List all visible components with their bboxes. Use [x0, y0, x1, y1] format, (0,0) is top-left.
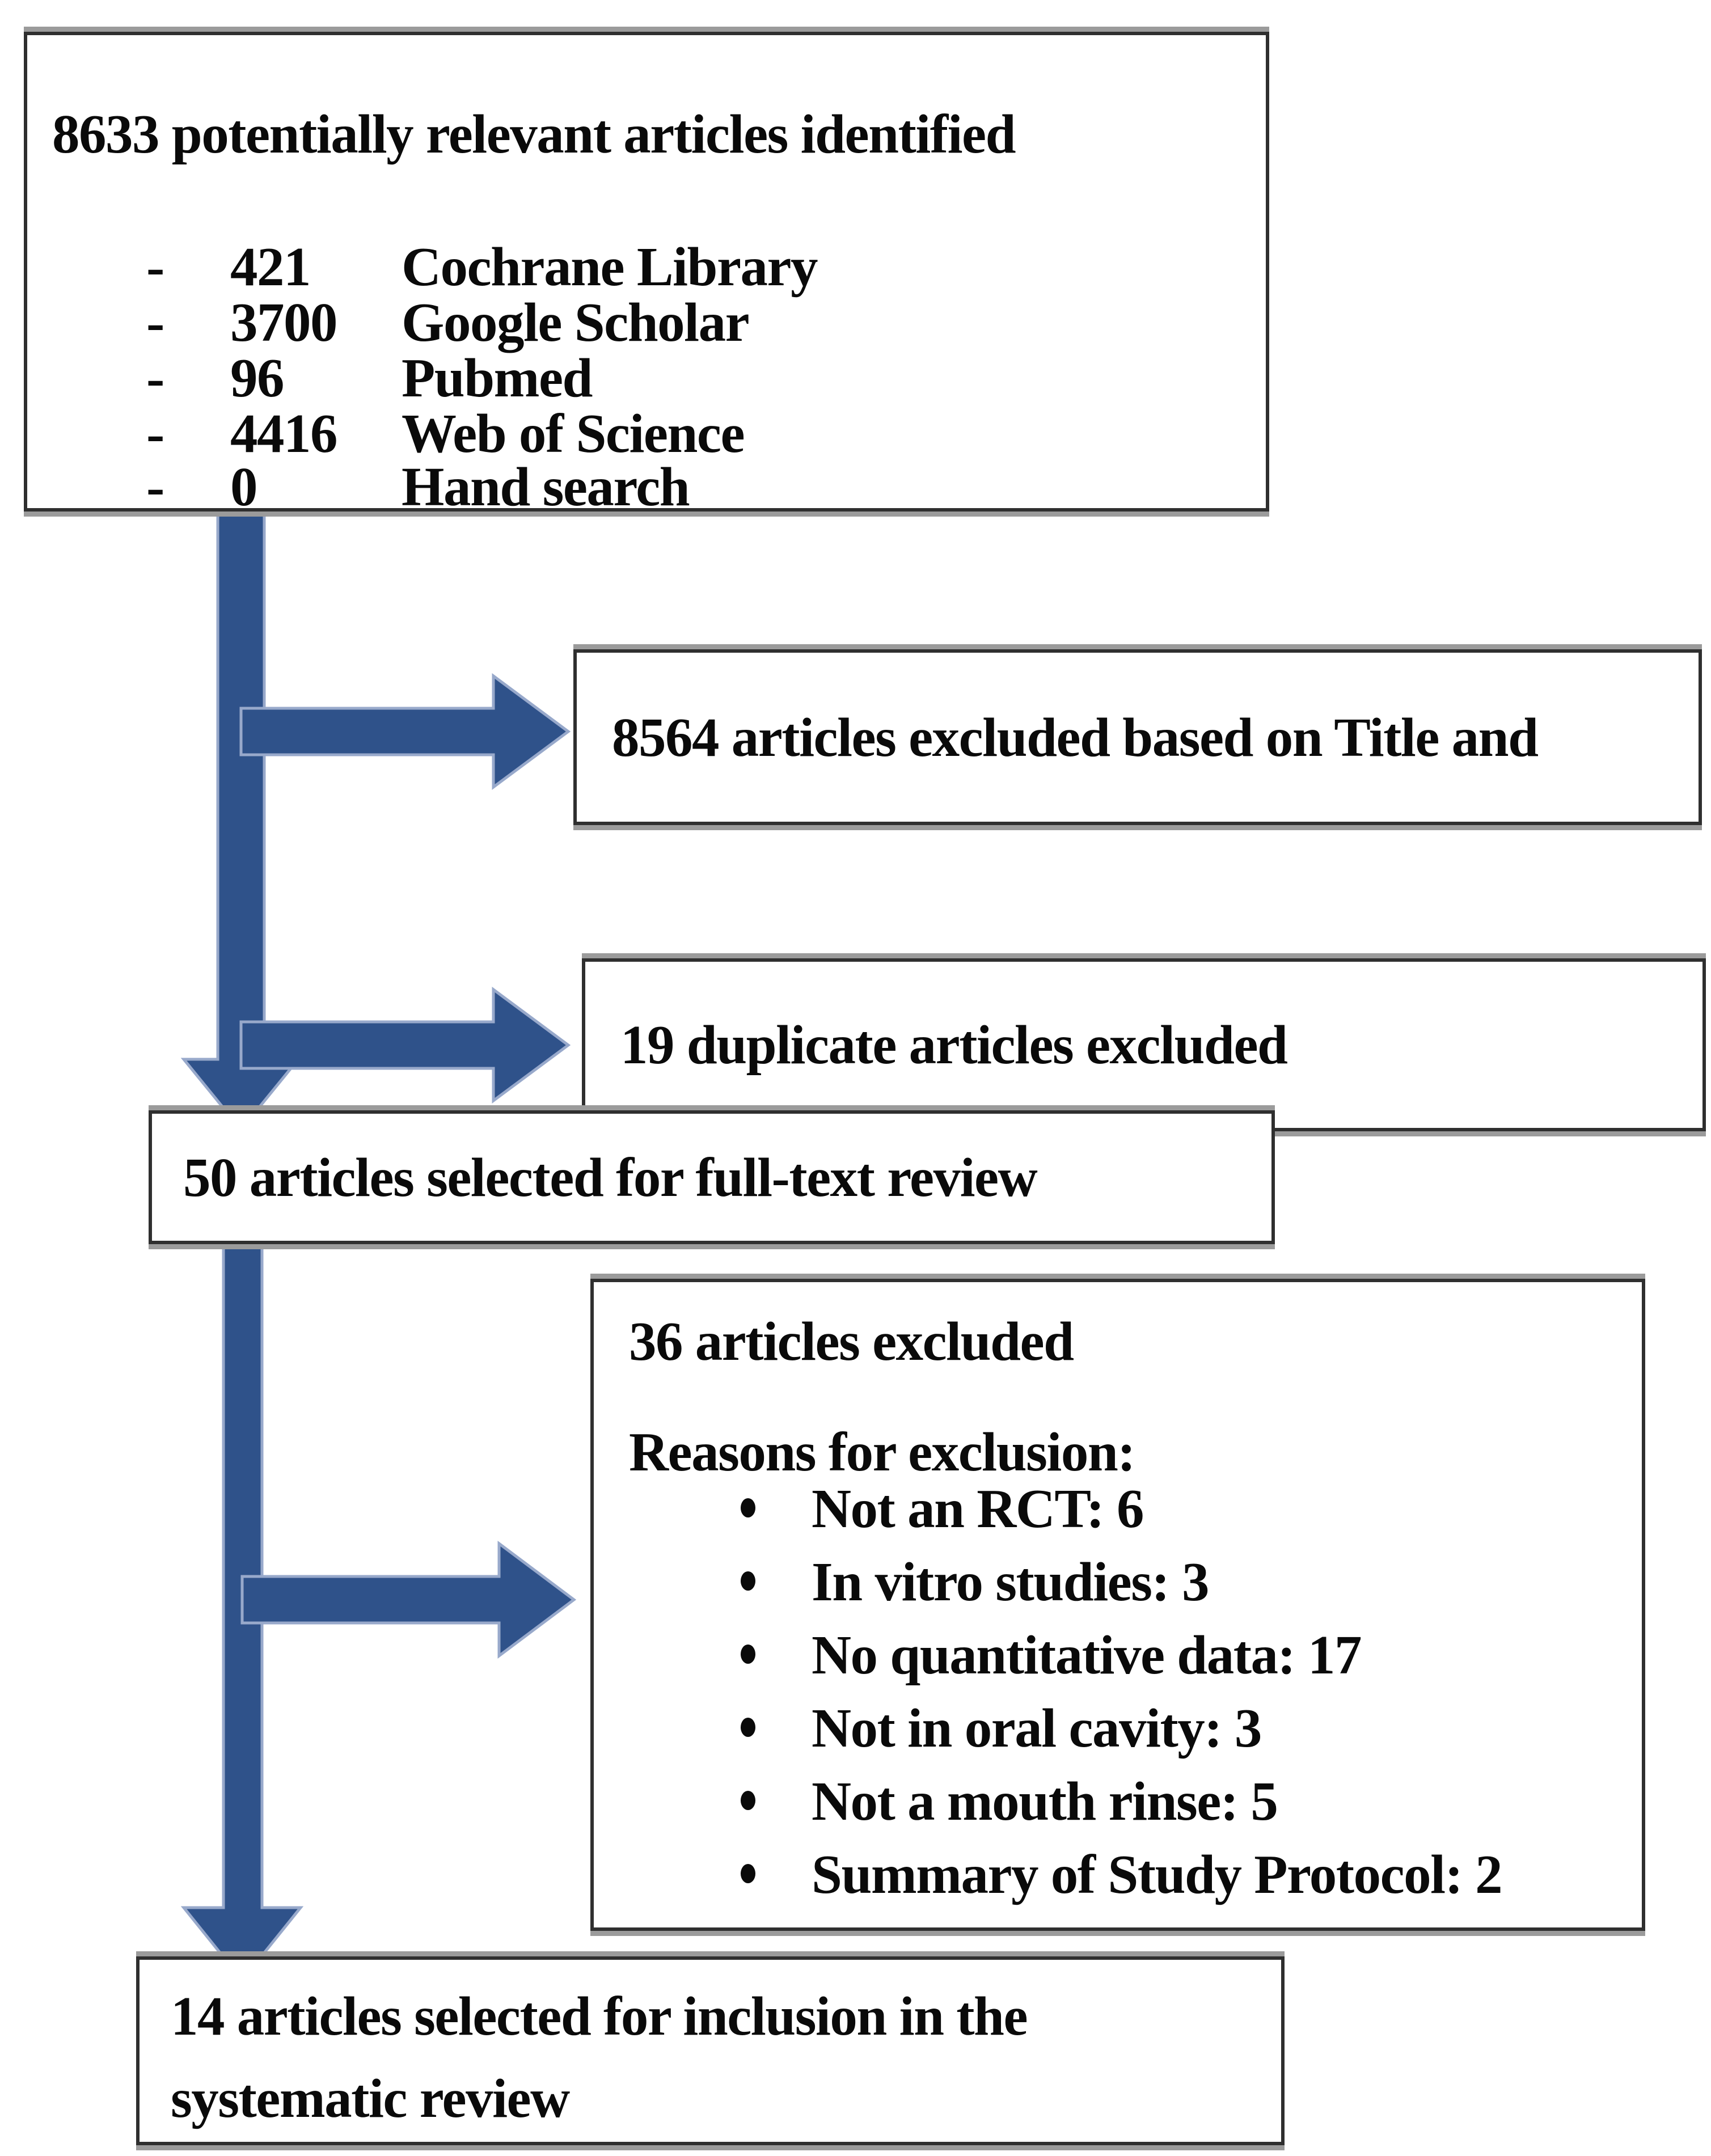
bullet-icon — [741, 1571, 755, 1591]
dash-bullet-icon: - — [146, 456, 164, 517]
dash-bullet-icon: - — [146, 236, 164, 297]
source-row-hand-search: - 0 Hand search — [27, 459, 1266, 515]
inclusion-text-line2: systematic review — [171, 2068, 570, 2129]
arrow-branch-title-abstract-excluded-icon — [239, 673, 571, 790]
title-abstract-excluded-box: 8564 articles excluded based on Title an… — [573, 649, 1702, 825]
reason-item: Not in oral cavity: 3 — [741, 1692, 1262, 1765]
source-count: 4416 — [230, 403, 338, 464]
reason-text: No quantitative data: 17 — [812, 1625, 1362, 1685]
reason-item: Not a mouth rinse: 5 — [741, 1765, 1278, 1838]
dash-bullet-icon: - — [146, 403, 164, 464]
fulltext-review-box: 50 articles selected for full-text revie… — [149, 1110, 1275, 1244]
exclusion-reasons-label: Reasons for exclusion: — [629, 1422, 1136, 1482]
source-label: Pubmed — [402, 348, 593, 408]
bullet-icon — [741, 1791, 755, 1810]
identification-box: 8633 potentially relevant articles ident… — [24, 32, 1269, 515]
reason-item: Not an RCT: 6 — [741, 1472, 1144, 1546]
bullet-icon — [741, 1864, 755, 1883]
duplicates-excluded-box: 19 duplicate articles excluded — [582, 958, 1706, 1131]
fulltext-excluded-title: 36 articles excluded — [629, 1311, 1074, 1372]
arrow-down-identification-to-fulltext-icon — [180, 510, 302, 1132]
reason-text: Not a mouth rinse: 5 — [812, 1771, 1278, 1832]
source-row-pubmed: - 96 Pubmed — [27, 350, 1266, 406]
bullet-icon — [741, 1645, 755, 1664]
arrow-branch-fulltext-excluded-icon — [240, 1541, 577, 1659]
source-count: 3700 — [230, 292, 338, 353]
fulltext-excluded-box: 36 articles excluded Reasons for exclusi… — [590, 1279, 1645, 1931]
title-abstract-excluded-text: 8564 articles excluded based on Title an… — [612, 707, 1539, 768]
reason-item: In vitro studies: 3 — [741, 1545, 1210, 1619]
fulltext-review-text: 50 articles selected for full-text revie… — [183, 1147, 1038, 1208]
inclusion-text-line1: 14 articles selected for inclusion in th… — [171, 1986, 1028, 2047]
source-label: Web of Science — [402, 403, 745, 464]
source-label: Google Scholar — [402, 292, 750, 353]
reason-text: Summary of Study Protocol: 2 — [812, 1844, 1503, 1905]
source-row-web-of-science: - 4416 Web of Science — [27, 406, 1266, 462]
reason-item: Summary of Study Protocol: 2 — [741, 1838, 1503, 1912]
reason-text: Not in oral cavity: 3 — [812, 1698, 1262, 1758]
bullet-icon — [741, 1718, 755, 1737]
duplicates-excluded-text: 19 duplicate articles excluded — [620, 1014, 1288, 1075]
bullet-icon — [741, 1498, 755, 1517]
inclusion-box: 14 articles selected for inclusion in th… — [136, 1956, 1285, 2145]
reason-item: No quantitative data: 17 — [741, 1618, 1362, 1692]
identification-title: 8633 potentially relevant articles ident… — [52, 104, 1016, 164]
reason-text: Not an RCT: 6 — [812, 1478, 1144, 1539]
source-row-google-scholar: - 3700 Google Scholar — [27, 295, 1266, 350]
arrow-branch-duplicates-excluded-icon — [239, 987, 571, 1104]
source-count: 421 — [230, 236, 311, 297]
reason-text: In vitro studies: 3 — [812, 1552, 1210, 1612]
dash-bullet-icon: - — [146, 292, 164, 353]
source-row-cochrane: - 421 Cochrane Library — [27, 239, 1266, 295]
source-label: Hand search — [402, 456, 690, 517]
dash-bullet-icon: - — [146, 348, 164, 408]
source-count: 96 — [230, 348, 285, 408]
source-label: Cochrane Library — [402, 236, 818, 297]
source-count: 0 — [230, 456, 258, 517]
